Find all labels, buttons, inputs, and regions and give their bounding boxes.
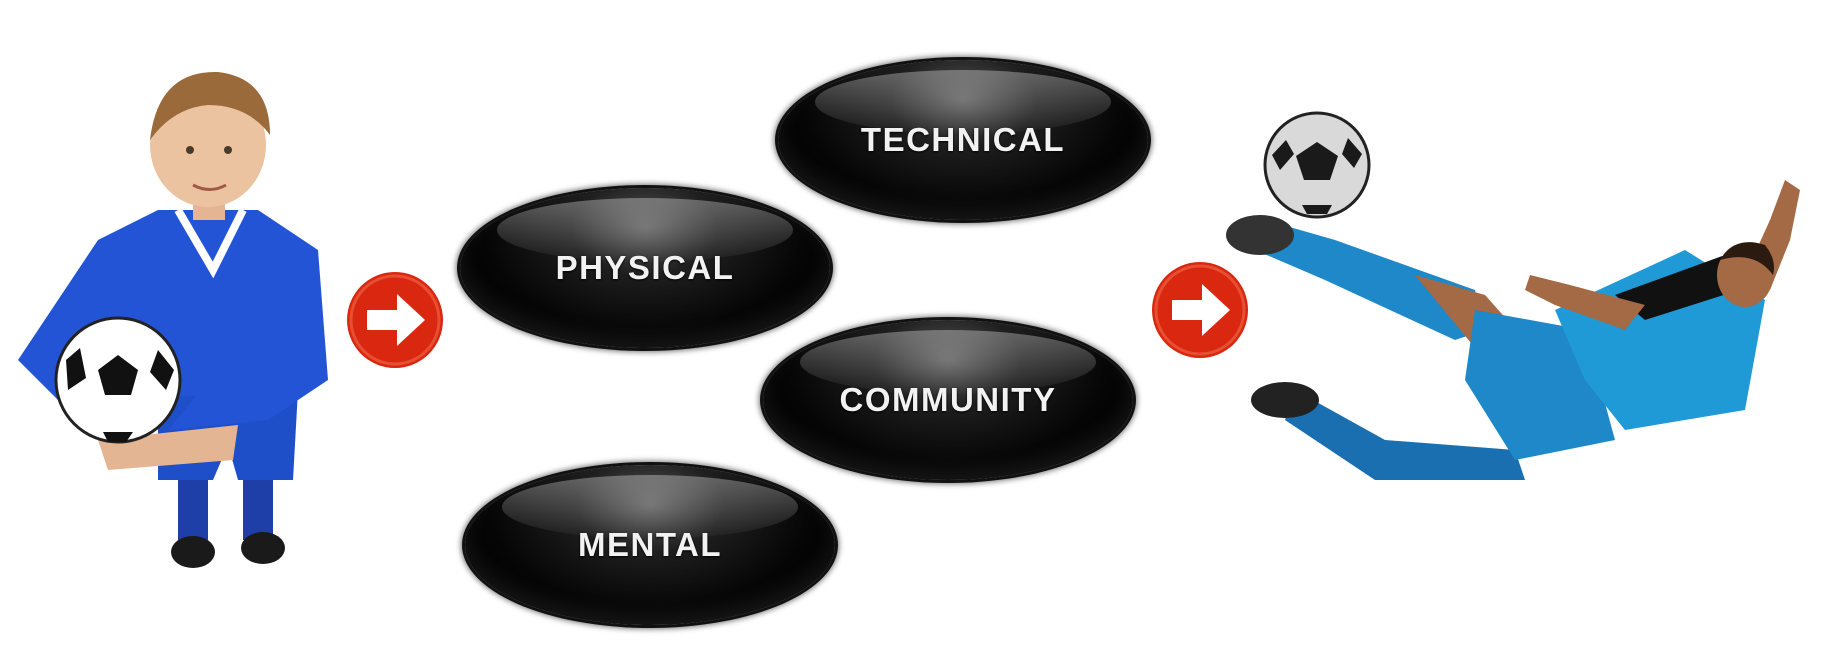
pillar-community-label: COMMUNITY bbox=[839, 381, 1057, 418]
pillar-mental: MENTAL bbox=[465, 465, 835, 625]
pillar-community: COMMUNITY bbox=[763, 320, 1133, 480]
boy-with-ball-illustration bbox=[18, 71, 328, 568]
pillar-mental-label: MENTAL bbox=[577, 526, 723, 563]
pillar-physical-label: PHYSICAL bbox=[555, 249, 735, 286]
pillar-technical: TECHNICAL bbox=[778, 60, 1148, 220]
arrow-right-icon bbox=[347, 272, 443, 368]
pillar-physical: PHYSICAL bbox=[460, 188, 830, 348]
pillar-technical-label: TECHNICAL bbox=[860, 121, 1066, 158]
arrow-right-icon bbox=[1152, 262, 1248, 358]
kicking-player-illustration bbox=[1226, 180, 1800, 480]
soccer-ball-icon bbox=[1263, 111, 1371, 219]
